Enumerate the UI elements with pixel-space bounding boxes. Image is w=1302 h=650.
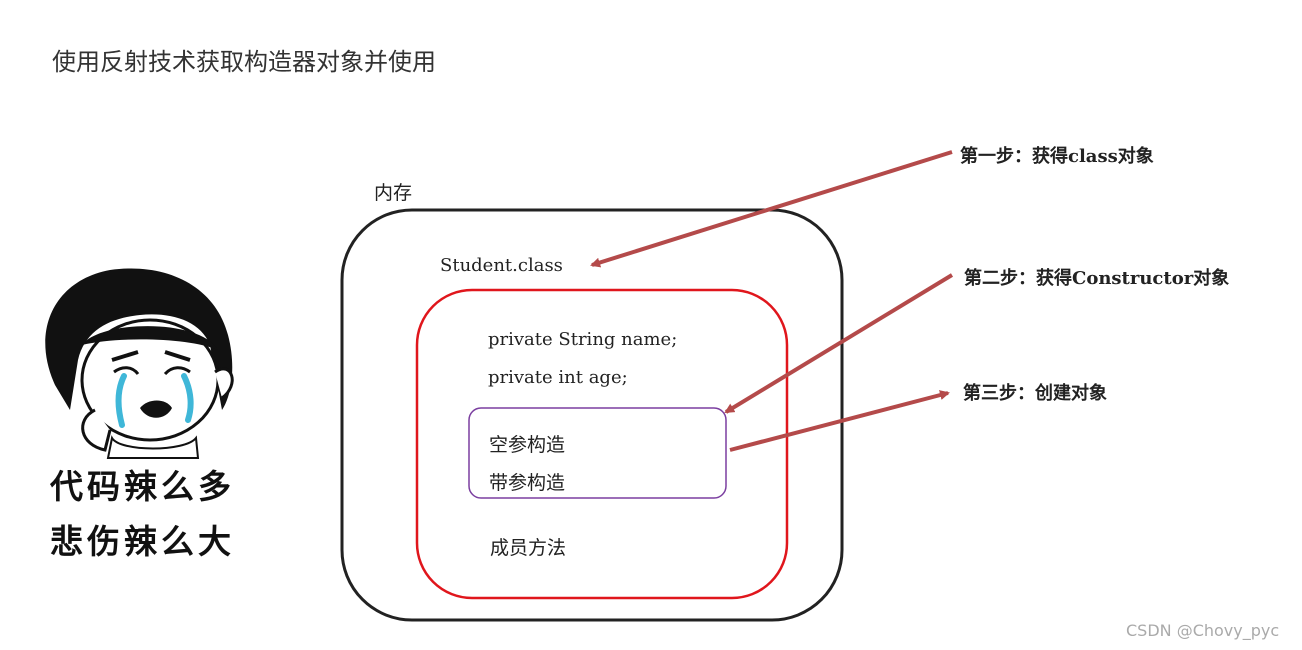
step2-arrow [724, 273, 954, 414]
crying-face-icon [45, 268, 234, 459]
member-methods-label: 成员方法 [490, 537, 567, 559]
step3-arrow [729, 390, 950, 452]
field-name: private String name; [488, 329, 678, 350]
class-name: Student.class [440, 255, 563, 276]
constructor-box [468, 407, 727, 499]
constructor-no-arg: 空参构造 [489, 434, 566, 456]
step2-label: 第二步：获得Constructor对象 [964, 268, 1230, 289]
meme-line-1: 代码辣么多 [50, 467, 235, 506]
step1-arrow [590, 150, 953, 268]
memory-label: 内存 [374, 182, 413, 204]
step1-label: 第一步：获得class对象 [960, 146, 1154, 167]
field-age: private int age; [488, 367, 628, 388]
class-content-box [415, 288, 789, 600]
step3-label: 第三步：创建对象 [963, 383, 1107, 404]
memory-box [340, 208, 844, 622]
page-title: 使用反射技术获取构造器对象并使用 [52, 48, 436, 76]
watermark: CSDN @Chovy_pyc [1126, 621, 1280, 640]
constructor-with-args: 带参构造 [489, 472, 566, 494]
meme-line-2: 悲伤辣么大 [50, 522, 235, 561]
